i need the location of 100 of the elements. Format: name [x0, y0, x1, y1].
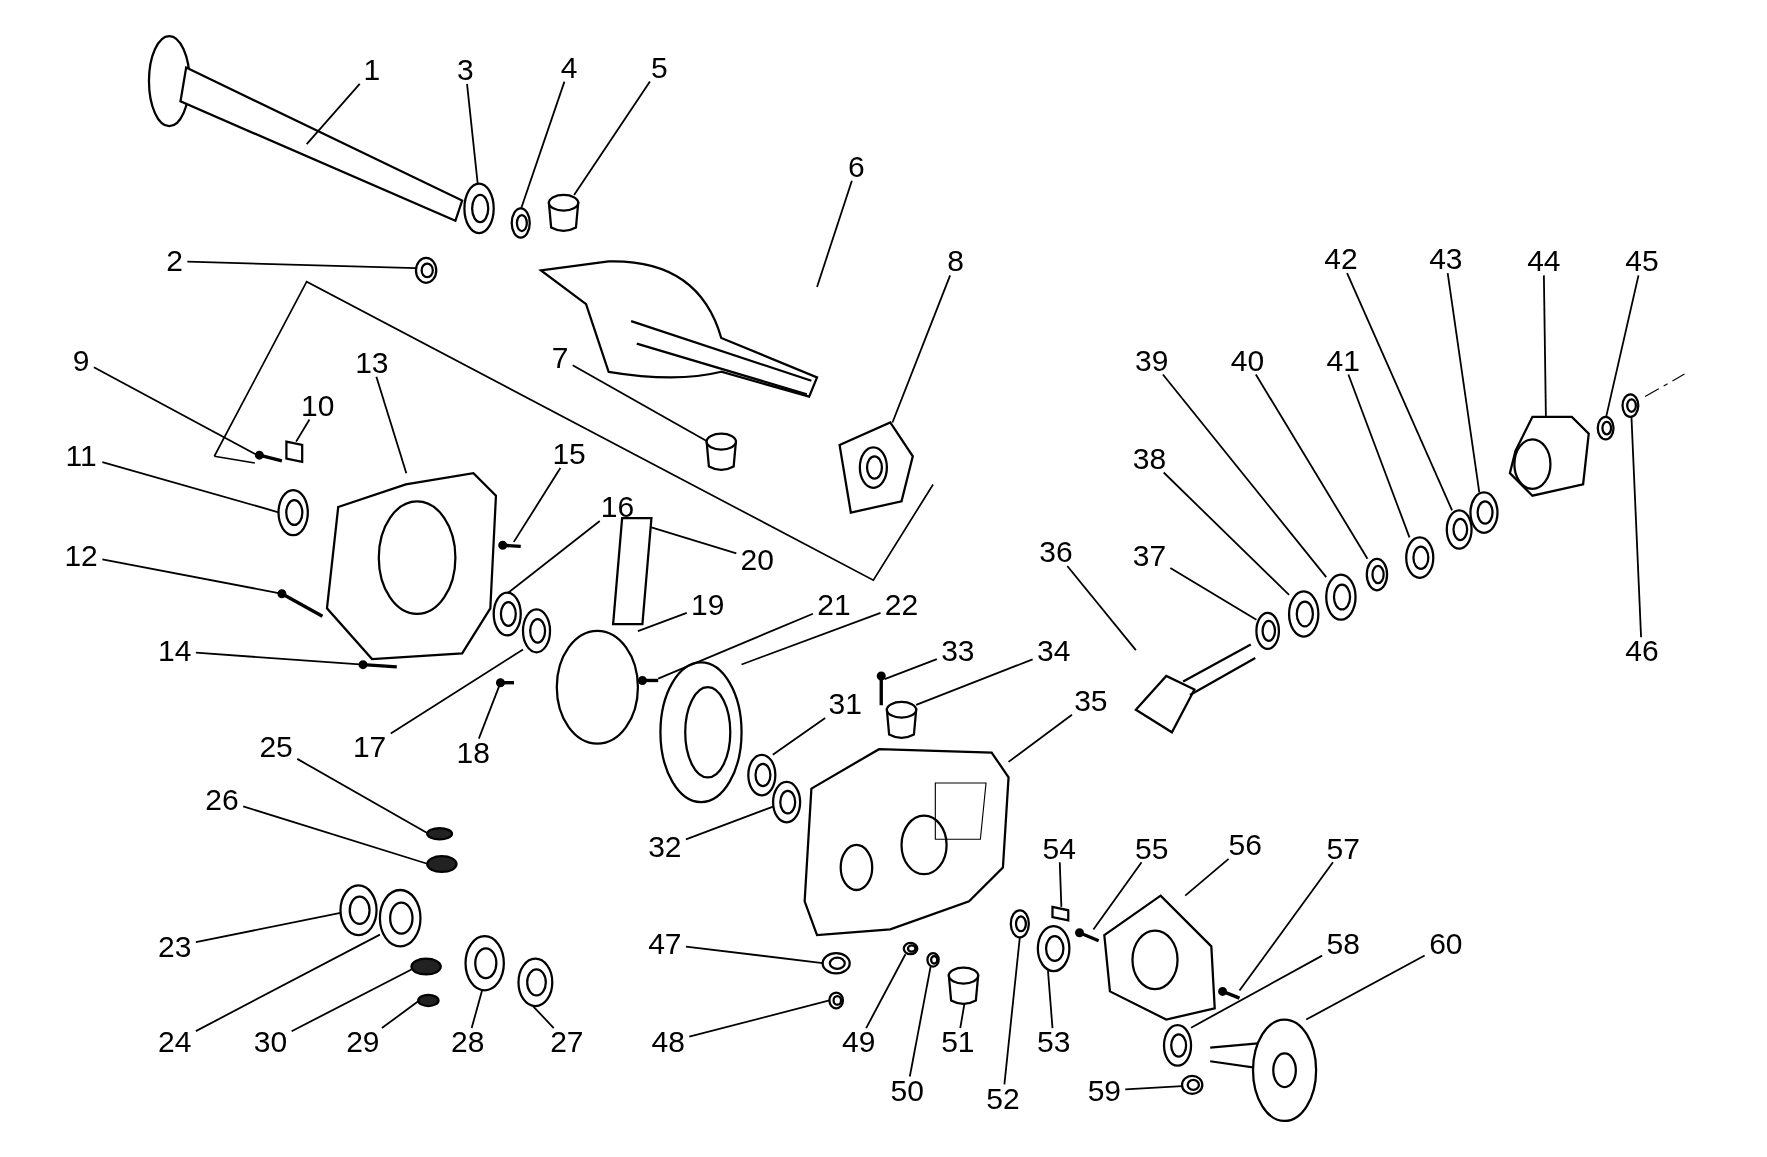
callout-number: 50	[890, 1075, 924, 1106]
callout-number: 45	[1625, 246, 1659, 277]
leader-line	[1190, 954, 1324, 1029]
leader-line	[1446, 272, 1481, 494]
leader-line	[1543, 274, 1547, 418]
washer-drawing	[417, 993, 440, 1008]
callout-number: 15	[552, 439, 586, 470]
callout-number: 37	[1132, 540, 1167, 571]
leader-line	[1254, 373, 1369, 560]
leader-line	[92, 366, 257, 456]
seal-drawing	[1469, 491, 1499, 534]
callout-number: 6	[848, 151, 865, 182]
callout-number: 30	[253, 1027, 288, 1058]
cover-plate-drawing	[1103, 894, 1216, 1021]
pinion-gear-drawing	[1134, 643, 1257, 734]
leader-line	[571, 364, 708, 442]
callout-number: 27	[550, 1027, 584, 1058]
leader-line	[685, 945, 824, 964]
leader-line	[295, 418, 311, 443]
leader-line	[381, 1000, 420, 1029]
callout-number: 20	[740, 545, 774, 576]
callout-number: 14	[157, 636, 192, 667]
bushing-drawing	[705, 432, 738, 471]
leader-line	[1066, 565, 1137, 651]
washer-drawing	[902, 941, 919, 956]
bearing-drawing	[521, 608, 552, 654]
callout-number: 21	[817, 590, 851, 621]
washer-drawing	[1596, 415, 1615, 441]
leader-line	[470, 989, 484, 1029]
spacer-drawing	[1365, 557, 1389, 592]
callout-number: 51	[941, 1027, 975, 1058]
leader-line	[194, 933, 381, 1032]
leader-line	[1169, 567, 1258, 621]
leader-line	[1605, 274, 1640, 418]
leader-line	[650, 526, 738, 555]
callout-number: 31	[828, 689, 862, 720]
callout-number: 52	[986, 1083, 1020, 1114]
leader-line	[242, 805, 429, 865]
housing-cover-drawing	[325, 471, 498, 661]
axle-shaft-drawing	[1209, 1018, 1318, 1123]
leader-line	[477, 685, 501, 740]
callout-number: 25	[259, 732, 293, 763]
callout-number: 5	[650, 52, 668, 83]
stud-drawing	[358, 660, 397, 670]
flange-plate-drawing	[838, 421, 914, 514]
bushing-drawing	[547, 193, 580, 233]
leader-line	[512, 467, 562, 543]
callout-number: 59	[1087, 1075, 1122, 1106]
leader-line	[1162, 471, 1290, 596]
seal-drawing	[517, 957, 554, 1008]
callout-number: 47	[648, 929, 682, 960]
snap-ring-drawing	[414, 256, 438, 284]
gear-drawing	[426, 855, 458, 874]
leader-line	[186, 260, 417, 269]
callout-number: 26	[205, 785, 239, 816]
pin-drawing	[611, 517, 653, 626]
leader-line	[296, 758, 429, 834]
callout-number: 7	[551, 343, 569, 374]
leader-line	[290, 968, 413, 1033]
callout-number: 38	[1132, 443, 1167, 474]
seal-drawing	[510, 207, 531, 239]
bracket-drawing	[285, 440, 304, 464]
snap-ring-drawing	[1255, 611, 1281, 651]
shim-drawing	[771, 780, 802, 824]
callout-number: 44	[1527, 246, 1561, 277]
callout-number: 53	[1036, 1027, 1071, 1058]
callout-number: 8	[947, 246, 964, 277]
callout-number: 54	[1042, 833, 1076, 864]
gear-drawing	[410, 957, 442, 976]
callout-number: 32	[648, 832, 682, 863]
leader-line	[573, 80, 651, 196]
leader-line	[688, 999, 831, 1038]
callout-number: 2	[166, 246, 183, 277]
callout-number: 36	[1039, 537, 1073, 568]
leader-line	[466, 82, 479, 185]
leader-line	[1162, 373, 1328, 578]
leader-line	[685, 805, 774, 841]
callout-number: 23	[157, 931, 192, 962]
callout-number: 42	[1324, 244, 1358, 275]
leader-line	[637, 611, 688, 633]
leader-line	[507, 520, 601, 594]
callout-number: 3	[457, 54, 474, 85]
leader-line	[1347, 373, 1411, 539]
bearing-drawing	[1445, 509, 1473, 550]
callout-number: 39	[1135, 345, 1169, 376]
callout-number: 56	[1228, 830, 1262, 861]
callout-number: 4	[560, 52, 578, 83]
leader-line	[389, 648, 524, 735]
bolt-drawing	[277, 589, 324, 618]
leader-line	[740, 611, 882, 666]
bearing-drawing	[1287, 590, 1320, 638]
leader-line	[1346, 272, 1453, 512]
leader-line	[1007, 713, 1073, 763]
callout-number: 12	[64, 540, 98, 571]
leader-line	[520, 80, 566, 210]
leader-line	[1047, 970, 1054, 1029]
clip-drawing	[1051, 905, 1070, 922]
leader-line	[1305, 954, 1426, 1021]
callout-number: 49	[842, 1027, 876, 1058]
bearing-drawing	[1162, 1024, 1193, 1067]
